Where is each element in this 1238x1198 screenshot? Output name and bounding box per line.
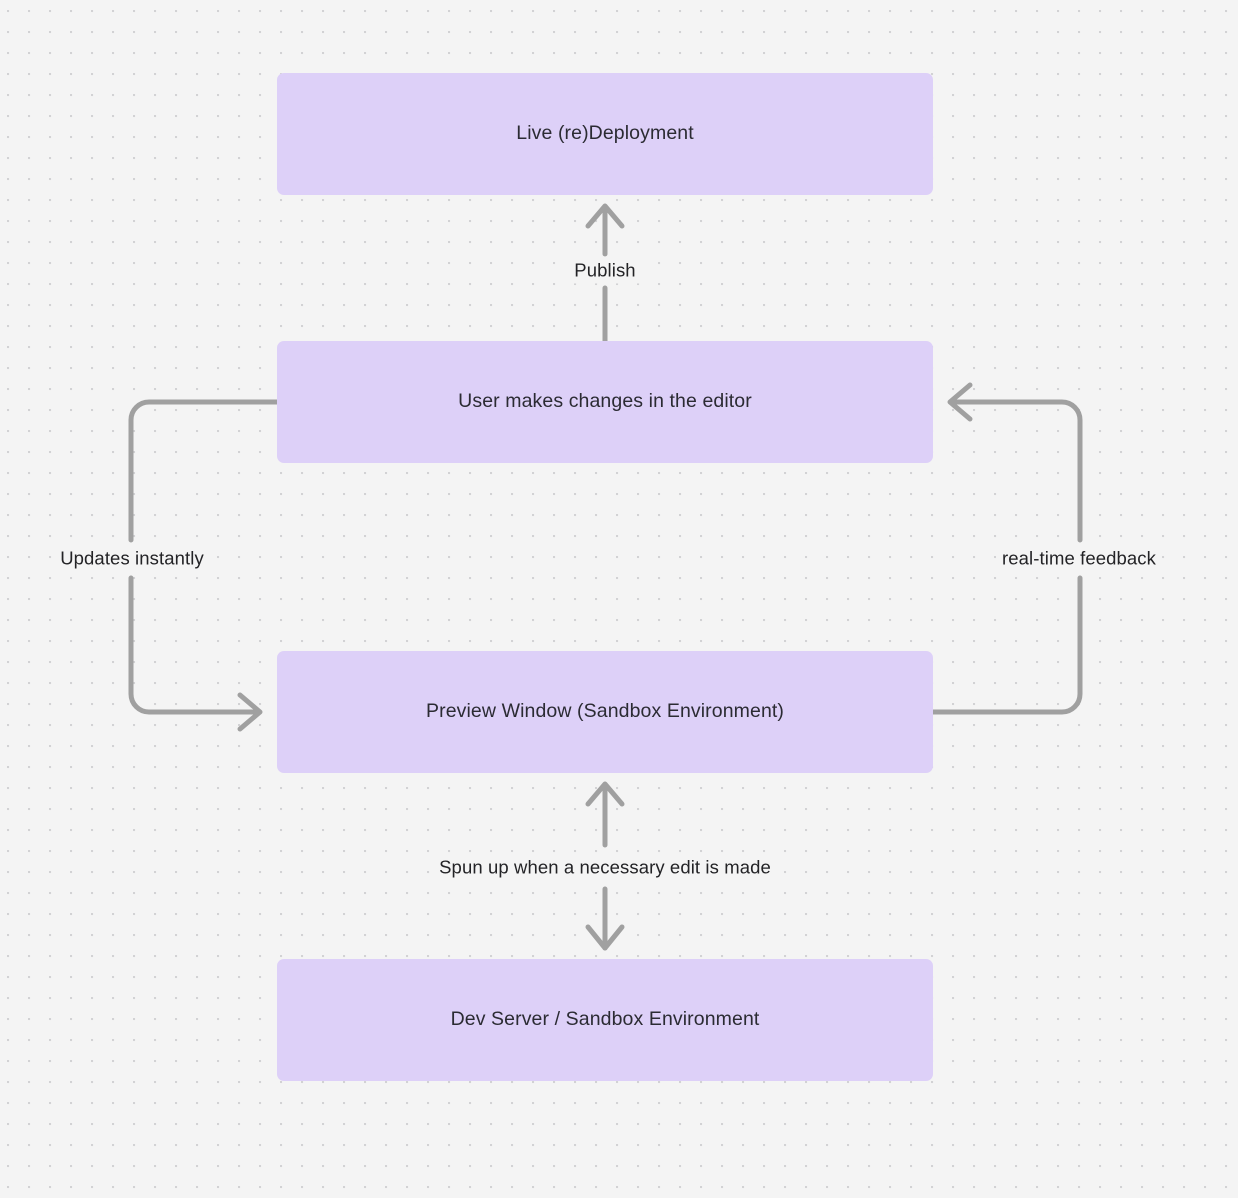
edge-label-spun-up: Spun up when a necessary edit is made <box>433 853 777 881</box>
node-dev-server[interactable]: Dev Server / Sandbox Environment <box>277 959 933 1081</box>
node-label: Preview Window (Sandbox Environment) <box>426 700 784 723</box>
arrowhead-down-spun <box>585 924 625 951</box>
node-label: Dev Server / Sandbox Environment <box>450 1008 760 1031</box>
edge-label-publish: Publish <box>568 256 642 284</box>
arrowhead-left-realtime <box>947 382 973 422</box>
arrowhead-up-spun <box>585 781 625 807</box>
node-preview-window[interactable]: Preview Window (Sandbox Environment) <box>277 651 933 773</box>
node-label: User makes changes in the editor <box>458 390 752 413</box>
node-user-makes-changes[interactable]: User makes changes in the editor <box>277 341 933 463</box>
edge-label-updates-instantly: Updates instantly <box>54 544 210 572</box>
node-live-redeployment[interactable]: Live (re)Deployment <box>277 73 933 195</box>
arrowhead-up-publish <box>585 203 625 229</box>
arrowhead-right-updates <box>237 692 263 732</box>
node-label: Live (re)Deployment <box>516 122 694 145</box>
edge-label-real-time-feedback: real-time feedback <box>996 544 1162 572</box>
